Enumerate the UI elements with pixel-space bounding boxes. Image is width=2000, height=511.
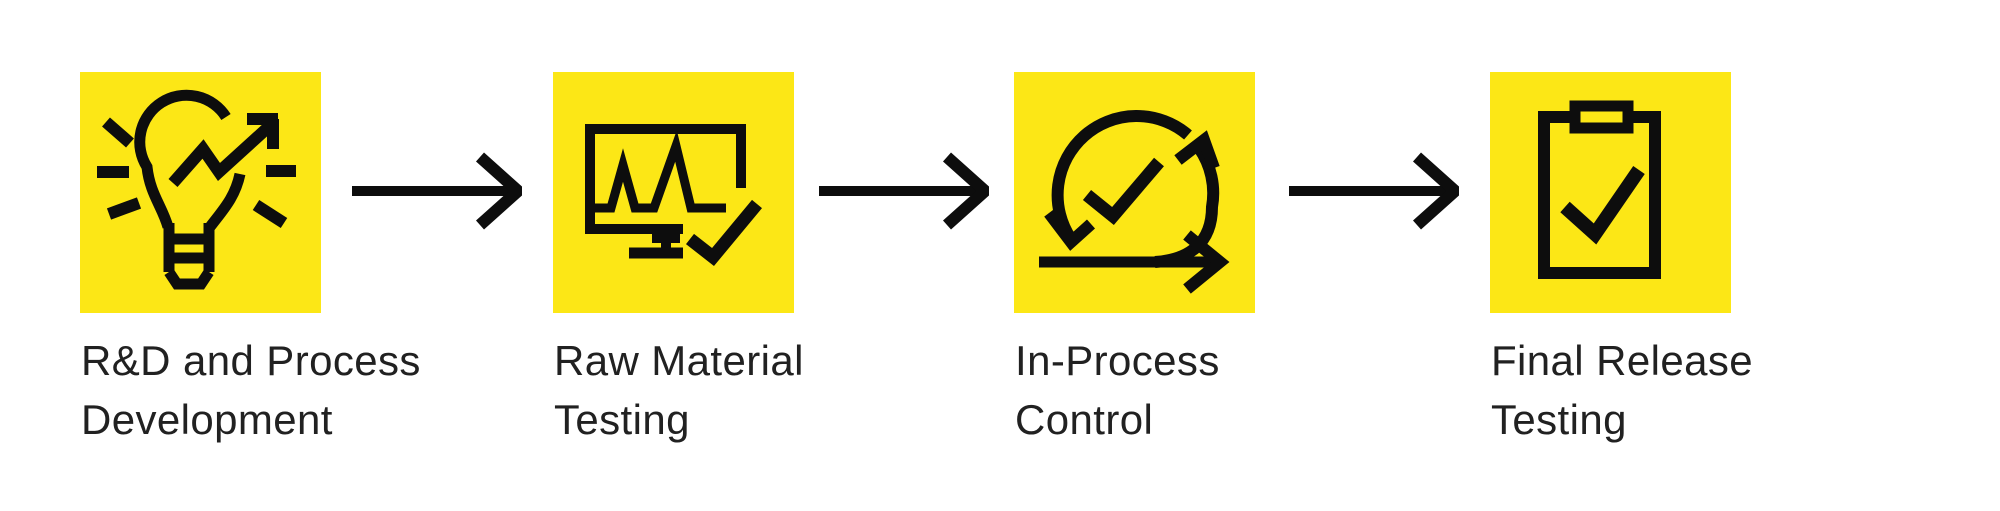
step-label-line2: Control [1015, 396, 1154, 443]
step-label-line2: Testing [1491, 396, 1627, 443]
cycle-arrowhead [1173, 129, 1220, 170]
flow-arrow-icon [819, 152, 989, 230]
step-raw-material-testing: Raw Material Testing [553, 72, 803, 472]
step-rd-and-process-development: R&D and Process Development [80, 72, 420, 472]
step-tile [80, 72, 321, 313]
monitor-frame [584, 123, 746, 234]
ray [252, 199, 287, 228]
step-label: Final Release Testing [1491, 331, 1753, 449]
baseline-arrowhead [1182, 229, 1229, 294]
step-label: In-Process Control [1015, 331, 1220, 449]
step-tile [1490, 72, 1731, 313]
bulb-glass [133, 89, 231, 229]
monitor-waveform-check-icon [584, 123, 762, 266]
step-label-line2: Testing [554, 396, 690, 443]
step-label-line1: Final Release [1491, 337, 1753, 384]
step-tile [1014, 72, 1255, 313]
step-in-process-control: In-Process Control [1014, 72, 1255, 472]
flow-arrow-icon [352, 152, 522, 230]
clipboard-body [1537, 110, 1661, 279]
step-label-line1: R&D and Process [81, 337, 421, 384]
cycle-arc [1051, 109, 1192, 242]
arrow-head [942, 152, 989, 230]
step-label-line2: Development [81, 396, 333, 443]
step-label-line1: Raw Material [554, 337, 804, 384]
step-label-line1: In-Process [1015, 337, 1220, 384]
arrow-head [1412, 152, 1459, 230]
checkmark [685, 199, 762, 266]
step-label: Raw Material Testing [554, 331, 804, 449]
waveform [593, 129, 726, 212]
step-tile [553, 72, 794, 313]
checkmark [1559, 165, 1645, 245]
checkmark [1082, 157, 1164, 225]
step-label: R&D and Process Development [81, 331, 421, 449]
flow-arrow-icon [1289, 152, 1459, 230]
bulb-base [163, 268, 214, 289]
step-final-release-testing: Final Release Testing [1490, 72, 1753, 472]
cycle-arrowhead [1043, 208, 1095, 251]
ray [106, 196, 141, 220]
lightbulb-trend-icon [96, 89, 296, 289]
trend-line [168, 117, 278, 187]
ray [101, 116, 134, 148]
bulb-glass [205, 172, 245, 230]
clipboard-check-icon [1537, 100, 1661, 279]
sprint-cycle-check-icon [1038, 109, 1229, 294]
arrow-head [475, 152, 522, 230]
clipboard-clip [1569, 100, 1633, 133]
